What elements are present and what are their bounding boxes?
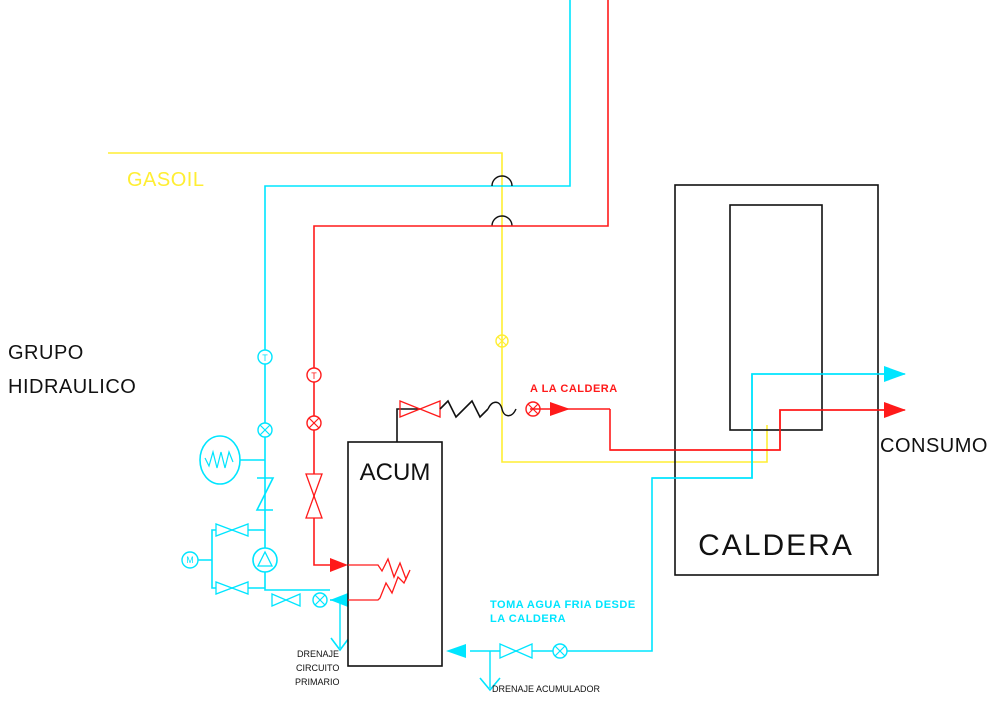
outlet-ball-valve xyxy=(525,401,541,417)
consumo-hot-arrow xyxy=(884,402,906,418)
caldera-pipes-over xyxy=(610,366,906,479)
expansion-vessel xyxy=(199,435,265,485)
caldera: CALDERA xyxy=(674,184,879,576)
hot-feed-arrow xyxy=(330,558,348,572)
toma-label-line2: LA CALDERA xyxy=(490,613,566,625)
cold-feed-valve xyxy=(271,593,301,607)
heating-coil xyxy=(348,557,411,601)
bypass-valve-top xyxy=(215,523,249,537)
hot-ball-valve xyxy=(306,415,322,431)
a-la-caldera-arrow xyxy=(550,402,570,416)
cold-ball-valve xyxy=(257,422,273,438)
toma-label-line1: TOMA AGUA FRIA DESDE xyxy=(490,599,636,611)
manometer: M xyxy=(181,551,199,569)
circulation-pump xyxy=(252,547,278,573)
drenaje-acumulador-label: DRENAJE ACUMULADOR xyxy=(492,684,601,694)
acum-label: ACUM xyxy=(360,459,431,486)
pipe-crossings xyxy=(491,175,513,227)
hot-line-valve xyxy=(305,473,323,519)
drenaje-circuito-line2: CIRCUITO xyxy=(296,663,339,673)
acum-outlet-line xyxy=(396,399,570,442)
cold-return-arrow xyxy=(446,644,466,658)
cold-water-pipes xyxy=(190,0,905,692)
consumo-label: CONSUMO xyxy=(880,435,988,457)
cold-return-valve xyxy=(499,643,533,659)
grupo-label-line2: HIDRAULICO xyxy=(8,376,136,398)
svg-text:T: T xyxy=(311,371,317,381)
drenaje-circuito-line3: PRIMARIO xyxy=(295,677,340,687)
acumulador: ACUM xyxy=(347,441,443,667)
gasoil-label: GASOIL xyxy=(127,169,204,191)
drenaje-circuito-line1: DRENAJE xyxy=(297,649,339,659)
consumo-cold-arrow xyxy=(884,366,906,382)
cold-return-ball-valve xyxy=(552,643,568,659)
grupo-label-line1: GRUPO xyxy=(8,342,84,364)
svg-text:T: T xyxy=(262,353,268,363)
a-la-caldera-label: A LA CALDERA xyxy=(530,383,618,395)
grupo-components: T M xyxy=(181,349,348,608)
svg-text:M: M xyxy=(186,555,194,565)
gasoil-valve xyxy=(495,334,509,348)
cold-feed-arrow xyxy=(330,593,348,607)
cold-feed-ball-valve xyxy=(312,592,328,608)
cold-return-components xyxy=(446,643,568,659)
hot-thermometer: T xyxy=(306,367,322,383)
bypass-valve-bottom xyxy=(215,581,249,595)
caldera-label: CALDERA xyxy=(698,529,854,562)
cold-thermometer: T xyxy=(257,349,273,365)
